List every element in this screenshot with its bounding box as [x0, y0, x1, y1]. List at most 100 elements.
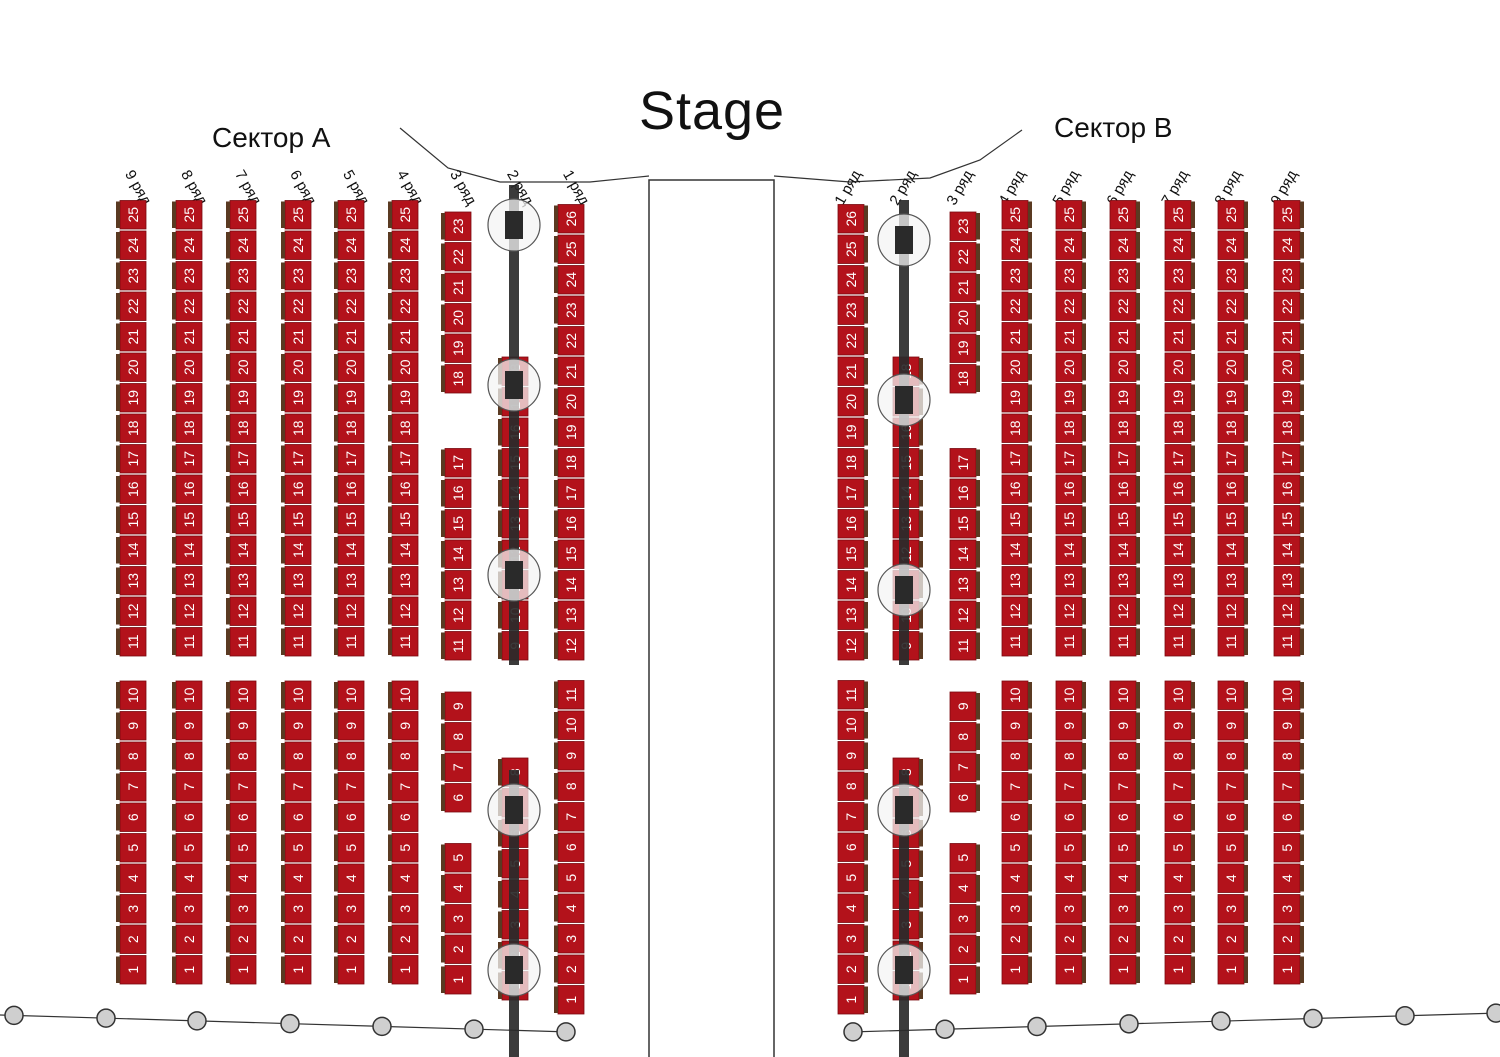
seat[interactable]: 1 — [554, 985, 585, 1015]
seat[interactable]: 9 — [1055, 711, 1086, 741]
seat[interactable]: 3 — [172, 894, 203, 924]
seat[interactable]: 19 — [1055, 383, 1086, 413]
seat[interactable]: 10 — [1055, 680, 1086, 710]
seat[interactable]: 20 — [116, 352, 147, 382]
seat[interactable]: 10 — [1109, 680, 1140, 710]
seat[interactable]: 19 — [172, 383, 203, 413]
seat[interactable]: 14 — [1055, 535, 1086, 565]
seat[interactable]: 7 — [1164, 772, 1195, 802]
seat[interactable]: 9 — [949, 691, 980, 721]
seat[interactable]: 7 — [388, 772, 419, 802]
seat[interactable]: 9 — [226, 711, 257, 741]
seat[interactable]: 14 — [949, 539, 980, 569]
seat[interactable]: 2 — [334, 924, 365, 954]
seat[interactable]: 23 — [281, 261, 312, 291]
seat[interactable]: 19 — [334, 383, 365, 413]
seat[interactable]: 16 — [441, 478, 472, 508]
seat[interactable]: 7 — [226, 772, 257, 802]
seat[interactable]: 15 — [837, 539, 868, 569]
seat[interactable]: 4 — [226, 863, 257, 893]
seat[interactable]: 7 — [1217, 772, 1248, 802]
seat[interactable]: 2 — [1273, 924, 1304, 954]
seat[interactable]: 22 — [226, 291, 257, 321]
seat[interactable]: 16 — [1001, 474, 1032, 504]
seat[interactable]: 16 — [1217, 474, 1248, 504]
seat[interactable]: 8 — [1164, 741, 1195, 771]
seat[interactable]: 11 — [388, 627, 419, 657]
seat[interactable]: 20 — [1164, 352, 1195, 382]
seat[interactable]: 2 — [949, 934, 980, 964]
seat[interactable]: 15 — [388, 505, 419, 535]
seat[interactable]: 10 — [1001, 680, 1032, 710]
seat[interactable]: 14 — [116, 535, 147, 565]
seat[interactable]: 11 — [837, 680, 868, 710]
seat[interactable]: 25 — [1109, 200, 1140, 230]
seat[interactable]: 12 — [334, 596, 365, 626]
seat[interactable]: 9 — [1273, 711, 1304, 741]
seat[interactable]: 19 — [837, 417, 868, 447]
seat[interactable]: 17 — [388, 444, 419, 474]
seat[interactable]: 15 — [1109, 505, 1140, 535]
seat[interactable]: 5 — [1164, 833, 1195, 863]
seat[interactable]: 6 — [226, 802, 257, 832]
seat[interactable]: 16 — [1164, 474, 1195, 504]
seat[interactable]: 21 — [388, 322, 419, 352]
seat[interactable]: 5 — [441, 843, 472, 873]
seat[interactable]: 11 — [1109, 627, 1140, 657]
seat[interactable]: 11 — [226, 627, 257, 657]
seat[interactable]: 3 — [949, 904, 980, 934]
seat[interactable]: 9 — [334, 711, 365, 741]
seat[interactable]: 4 — [172, 863, 203, 893]
seat[interactable]: 15 — [172, 505, 203, 535]
seat[interactable]: 14 — [1001, 535, 1032, 565]
seat[interactable]: 14 — [1109, 535, 1140, 565]
seat[interactable]: 17 — [1164, 444, 1195, 474]
seat[interactable]: 18 — [554, 448, 585, 478]
seat[interactable]: 12 — [172, 596, 203, 626]
seat[interactable]: 18 — [441, 364, 472, 394]
seat[interactable]: 23 — [172, 261, 203, 291]
seat[interactable]: 15 — [281, 505, 312, 535]
seat[interactable]: 11 — [1001, 627, 1032, 657]
seat[interactable]: 17 — [554, 478, 585, 508]
seat[interactable]: 12 — [388, 596, 419, 626]
seat[interactable]: 10 — [837, 710, 868, 740]
seat[interactable]: 8 — [281, 741, 312, 771]
seat[interactable]: 19 — [226, 383, 257, 413]
seat[interactable]: 4 — [334, 863, 365, 893]
seat[interactable]: 6 — [1055, 802, 1086, 832]
seat[interactable]: 6 — [1001, 802, 1032, 832]
seat[interactable]: 15 — [1164, 505, 1195, 535]
seat[interactable]: 4 — [1164, 863, 1195, 893]
seat[interactable]: 24 — [1055, 230, 1086, 260]
seat[interactable]: 6 — [334, 802, 365, 832]
seat[interactable]: 20 — [1109, 352, 1140, 382]
seat[interactable]: 25 — [388, 200, 419, 230]
seat[interactable]: 23 — [1273, 261, 1304, 291]
seat[interactable]: 6 — [1164, 802, 1195, 832]
seat[interactable]: 22 — [281, 291, 312, 321]
seat[interactable]: 4 — [1273, 863, 1304, 893]
seat[interactable]: 9 — [1001, 711, 1032, 741]
seat[interactable]: 21 — [172, 322, 203, 352]
seat[interactable]: 14 — [1217, 535, 1248, 565]
seat[interactable]: 1 — [1001, 955, 1032, 985]
seat[interactable]: 15 — [554, 539, 585, 569]
seat[interactable]: 25 — [1001, 200, 1032, 230]
seat[interactable]: 25 — [1273, 200, 1304, 230]
seat[interactable]: 6 — [1217, 802, 1248, 832]
seat[interactable]: 12 — [116, 596, 147, 626]
seat[interactable]: 15 — [1273, 505, 1304, 535]
seat[interactable]: 13 — [388, 566, 419, 596]
seat[interactable]: 21 — [116, 322, 147, 352]
seat[interactable]: 20 — [1001, 352, 1032, 382]
seat[interactable]: 12 — [1055, 596, 1086, 626]
seat[interactable]: 22 — [1055, 291, 1086, 321]
seat[interactable]: 13 — [334, 566, 365, 596]
seat[interactable]: 7 — [441, 752, 472, 782]
seat[interactable]: 4 — [1055, 863, 1086, 893]
seat[interactable]: 8 — [388, 741, 419, 771]
seat[interactable]: 17 — [281, 444, 312, 474]
seat[interactable]: 21 — [1273, 322, 1304, 352]
seat[interactable]: 10 — [388, 680, 419, 710]
